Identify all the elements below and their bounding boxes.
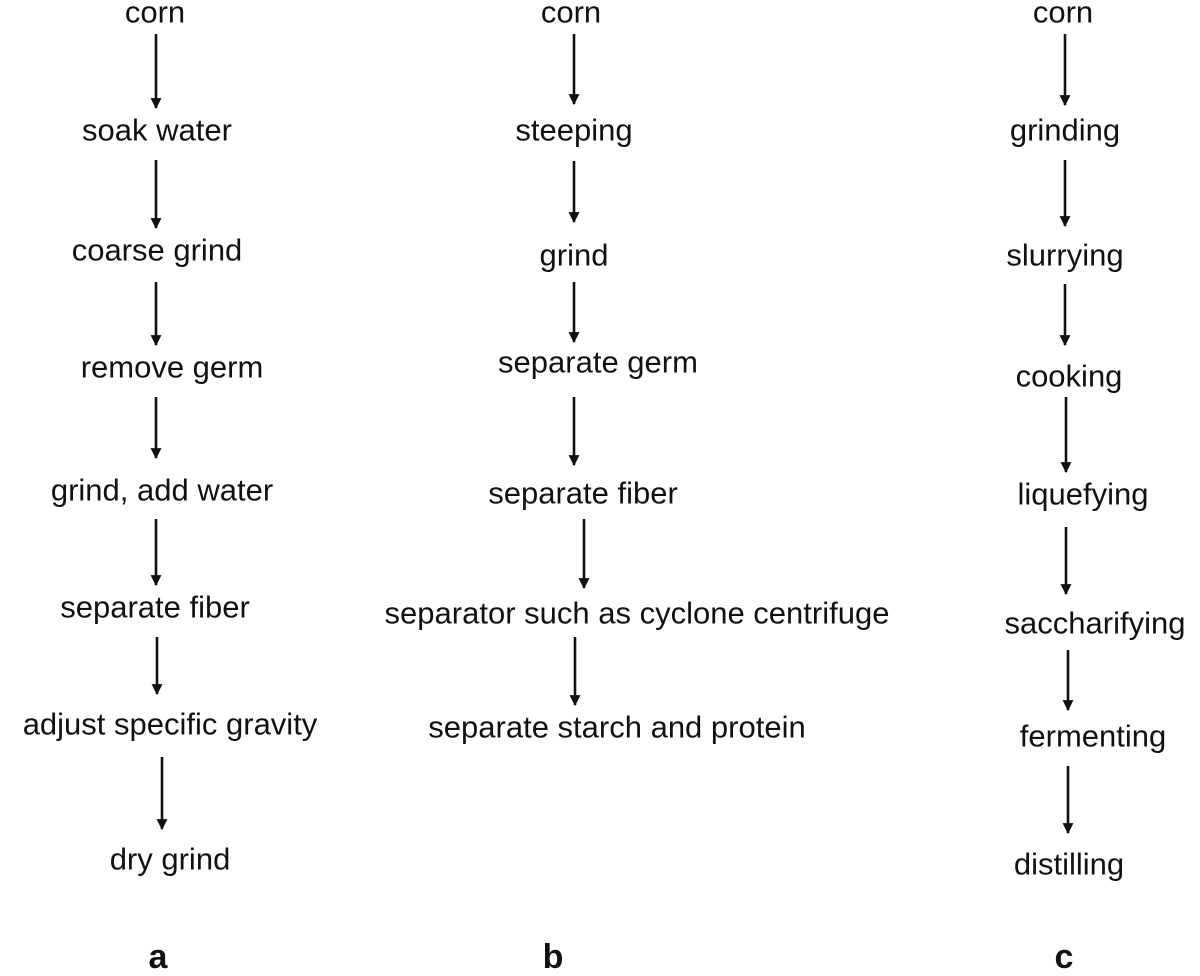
panel-b-step-5: separate fiber	[488, 475, 678, 511]
panel-c-step-5: liquefying	[1017, 476, 1149, 512]
panel-b-step-1: corn	[540, 0, 602, 30]
panel-a-step-6: separate fiber	[60, 589, 250, 625]
panel-b-label: b	[542, 938, 564, 976]
panel-c-step-4: cooking	[1015, 358, 1123, 394]
panel-c-step-1: corn	[1032, 0, 1094, 30]
panel-c-step-3: slurrying	[1006, 237, 1124, 273]
panel-a-step-5: grind, add water	[50, 472, 274, 508]
panel-b-step-2: steeping	[515, 112, 633, 148]
panel-a-step-1: corn	[124, 0, 186, 30]
panel-c-label: c	[1054, 938, 1074, 976]
panel-c-step-7: fermenting	[1019, 718, 1167, 754]
panel-b-step-3: grind	[539, 237, 609, 273]
panel-a-step-8: dry grind	[109, 841, 231, 877]
panel-a-step-3: coarse grind	[71, 232, 243, 268]
panel-b-step-6: separator such as cyclone centrifuge	[384, 595, 890, 631]
panel-a-step-4: remove germ	[80, 349, 264, 385]
panel-a-step-2: soak water	[82, 112, 232, 148]
panel-a-label: a	[148, 938, 168, 976]
panel-b-step-4: separate germ	[498, 344, 698, 380]
panel-c-step-2: grinding	[1009, 112, 1121, 148]
panel-c-step-6: saccharifying	[1004, 605, 1186, 641]
panel-b-step-7: separate starch and protein	[428, 709, 806, 745]
panel-a-step-7: adjust specific gravity	[22, 706, 318, 742]
panel-c-step-8: distilling	[1013, 846, 1125, 882]
